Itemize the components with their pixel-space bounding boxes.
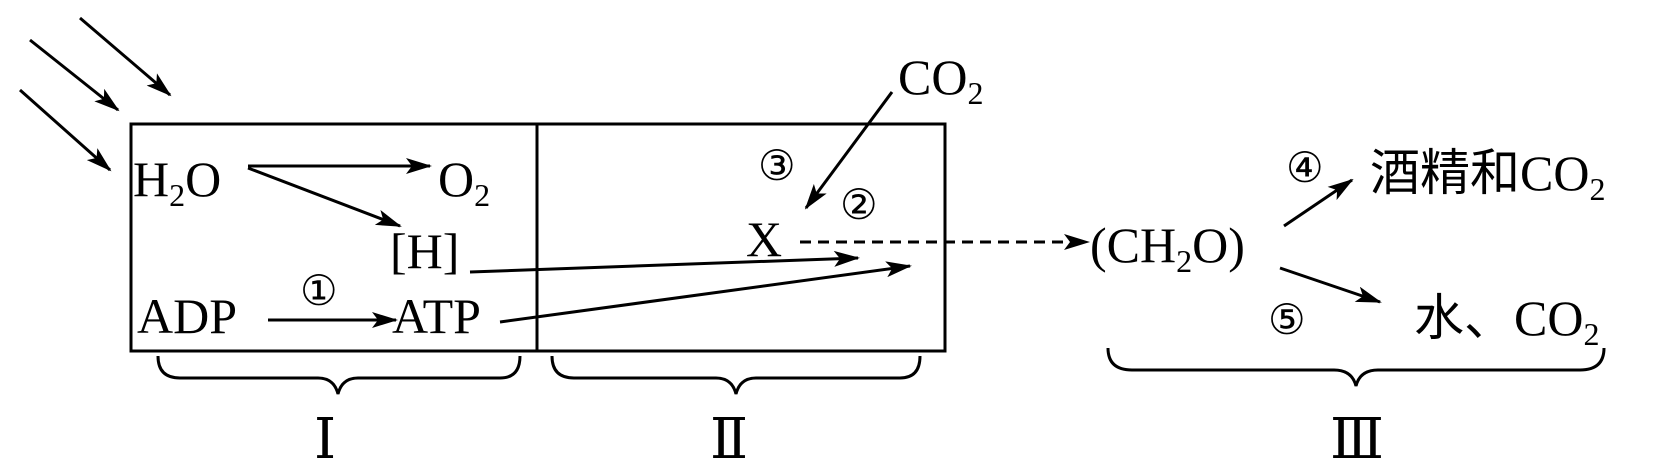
arrow-h2o-to-h bbox=[247, 166, 402, 228]
h2o-label: H2O bbox=[133, 151, 221, 213]
arrow-atp-to-x bbox=[499, 261, 912, 324]
arrow-h-to-x bbox=[469, 250, 860, 274]
arrow-ch2o-to-alcohol bbox=[1283, 178, 1354, 228]
stage-3-label: Ⅲ bbox=[1330, 409, 1384, 471]
light-ray bbox=[19, 88, 112, 172]
ch2o-label: (CH2O) bbox=[1090, 217, 1245, 279]
co2-input-label: CO2 bbox=[898, 49, 983, 111]
step-4-label: ④ bbox=[1286, 146, 1324, 192]
stage-2-label: Ⅱ bbox=[710, 409, 748, 471]
light-ray bbox=[29, 38, 120, 112]
alcohol-co2-label: 酒精和CO2 bbox=[1370, 145, 1605, 207]
x-label: X bbox=[746, 211, 782, 267]
step-1-label: ① bbox=[300, 269, 338, 315]
arrow-co2-to-x bbox=[804, 91, 894, 210]
brace-stage1 bbox=[156, 355, 522, 395]
o2-label: O2 bbox=[438, 151, 490, 213]
stage2-box bbox=[535, 122, 947, 353]
adp-label: ADP bbox=[137, 288, 237, 344]
h-label: [H] bbox=[390, 223, 459, 279]
brace-stage3 bbox=[1106, 347, 1606, 387]
step-5-label: ⑤ bbox=[1268, 298, 1306, 344]
water-co2-label: 水、CO2 bbox=[1414, 290, 1599, 352]
arrow-ch2o-to-water bbox=[1279, 266, 1382, 304]
atp-label: ATP bbox=[392, 288, 481, 344]
step-2-label: ② bbox=[840, 183, 878, 229]
light-rays bbox=[19, 16, 172, 172]
light-ray bbox=[79, 16, 172, 97]
step-3-label: ③ bbox=[758, 144, 796, 190]
stage-1-label: Ⅰ bbox=[314, 409, 336, 471]
brace-stage2 bbox=[550, 355, 922, 395]
